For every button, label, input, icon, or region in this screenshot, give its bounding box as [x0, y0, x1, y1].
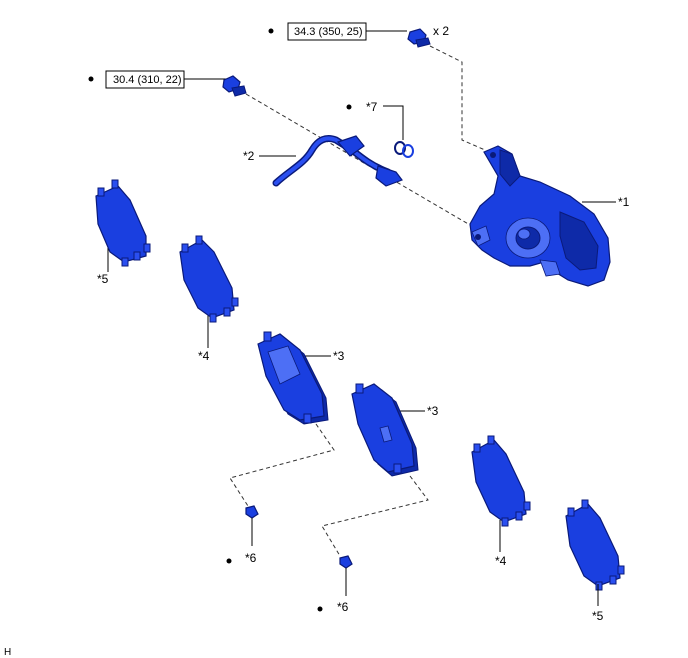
- label-clip: *7: [366, 100, 378, 114]
- shim-b-right-part: [565, 499, 625, 591]
- label-pad-outer: *3: [427, 404, 439, 418]
- bullet-wear-indicator-1: [226, 558, 232, 564]
- label-shim-b-right: *5: [592, 609, 604, 623]
- shim-a-left-part: [179, 235, 239, 323]
- pad-outer-part: [351, 383, 419, 477]
- label-shim-a-left: *4: [198, 349, 210, 363]
- clip-leader: [383, 105, 404, 140]
- corner-mark: H: [4, 647, 11, 658]
- pad-inner-part: [257, 331, 329, 425]
- label-pad-inner: *3: [333, 349, 345, 363]
- hose-part: [272, 134, 403, 187]
- clip-part: [394, 141, 414, 158]
- caliper-bolt-upper: [407, 28, 431, 48]
- shim-b-left-part: [95, 179, 151, 267]
- label-shim-b-left: *5: [97, 272, 109, 286]
- wear-indicator-path-1: [229, 423, 335, 507]
- bullet-clip: [346, 104, 352, 110]
- torque-1-quantity: x 2: [433, 24, 449, 38]
- caliper-bolt-lower: [222, 75, 247, 97]
- bullet-torque-1: [268, 28, 274, 34]
- label-hose: *2: [243, 149, 255, 163]
- bullet-wear-indicator-2: [317, 606, 323, 612]
- wear-indicator-1-part: [245, 505, 259, 519]
- label-wear-indicator-2: *6: [337, 600, 349, 614]
- label-shim-a-right: *4: [495, 554, 507, 568]
- bullet-torque-2: [88, 76, 94, 82]
- label-wear-indicator-1: *6: [245, 551, 257, 565]
- wear-indicator-2-part: [339, 555, 353, 569]
- label-caliper: *1: [618, 195, 630, 209]
- bolt-path-upper: [429, 45, 486, 151]
- caliper-part: [469, 145, 611, 287]
- wear-indicator-path-2: [321, 475, 429, 557]
- shim-a-right-part: [471, 435, 531, 527]
- bolt-path-lower: [245, 93, 471, 226]
- torque-value-2: 30.4 (310, 22): [113, 74, 182, 86]
- torque-value-1: 34.3 (350, 25): [294, 26, 363, 38]
